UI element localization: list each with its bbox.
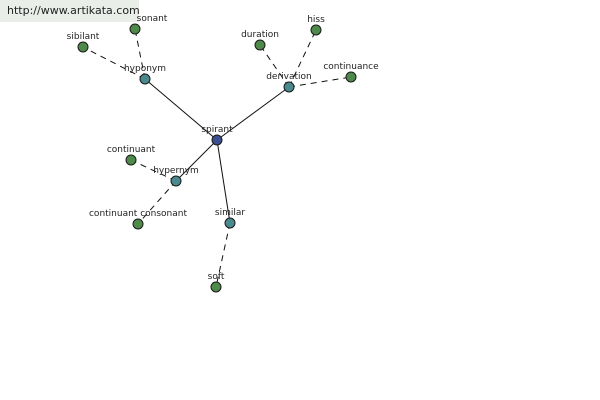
node-soft[interactable]: soft xyxy=(208,272,225,293)
edge-spirant-derivation xyxy=(216,86,290,141)
node-continuant-label: continuant xyxy=(107,145,156,155)
node-hiss-label: hiss xyxy=(307,15,325,25)
node-sibilant-dot[interactable] xyxy=(77,41,89,53)
node-continuant-dot[interactable] xyxy=(125,154,137,166)
node-hypernym-dot[interactable] xyxy=(170,175,182,187)
node-consonant-dot[interactable] xyxy=(129,23,141,35)
edge-derivation-duration xyxy=(259,44,290,88)
node-consonant[interactable]: sonant xyxy=(129,14,168,35)
node-spirant-dot[interactable] xyxy=(211,134,223,146)
node-hypernym[interactable]: hypernym xyxy=(153,166,199,187)
node-continuance-label: continuance xyxy=(323,62,379,72)
node-continuance-dot[interactable] xyxy=(345,71,357,83)
node-derivation-dot[interactable] xyxy=(283,81,295,93)
node-hyponym[interactable]: hyponym xyxy=(124,64,166,85)
node-continuant-consonant-dot[interactable] xyxy=(132,218,144,230)
edge-spirant-hypernym xyxy=(175,139,218,182)
edge-spirant-similar xyxy=(216,139,231,224)
node-continuant-consonant-label: continuant consonant xyxy=(89,209,187,219)
node-similar-dot[interactable] xyxy=(224,217,236,229)
node-similar-label: similar xyxy=(215,208,245,218)
node-hypernym-label: hypernym xyxy=(153,166,199,176)
node-spirant[interactable]: spirant xyxy=(201,125,233,146)
node-continuant-consonant[interactable]: continuant consonant xyxy=(89,209,187,230)
edge-hypernym-continuant xyxy=(130,159,177,182)
node-duration-label: duration xyxy=(241,30,279,40)
node-consonant-label: sonant xyxy=(137,14,168,24)
node-soft-dot[interactable] xyxy=(210,281,222,293)
edge-hyponym-consonant xyxy=(134,28,146,80)
node-duration-dot[interactable] xyxy=(254,39,266,51)
node-derivation-label: derivation xyxy=(266,72,312,82)
node-continuant[interactable]: continuant xyxy=(107,145,156,166)
node-hiss-dot[interactable] xyxy=(310,24,322,36)
node-hiss[interactable]: hiss xyxy=(307,15,325,36)
node-derivation[interactable]: derivation xyxy=(266,72,312,93)
node-spirant-label: spirant xyxy=(201,125,233,135)
node-continuance[interactable]: continuance xyxy=(323,62,379,83)
edge-hypernym-continuant-consonant xyxy=(137,180,177,225)
watermark: http://www.artikata.com xyxy=(0,0,140,22)
node-sibilant-label: sibilant xyxy=(67,32,100,42)
node-hyponym-label: hyponym xyxy=(124,64,166,74)
watermark-text: http://www.artikata.com xyxy=(7,4,140,17)
node-sibilant[interactable]: sibilant xyxy=(67,32,100,53)
edge-hyponym-sibilant xyxy=(82,46,146,80)
node-similar[interactable]: similar xyxy=(215,208,245,229)
edge-spirant-hyponym xyxy=(144,78,218,141)
node-soft-label: soft xyxy=(208,272,225,282)
node-hyponym-dot[interactable] xyxy=(139,73,151,85)
node-duration[interactable]: duration xyxy=(241,30,279,51)
